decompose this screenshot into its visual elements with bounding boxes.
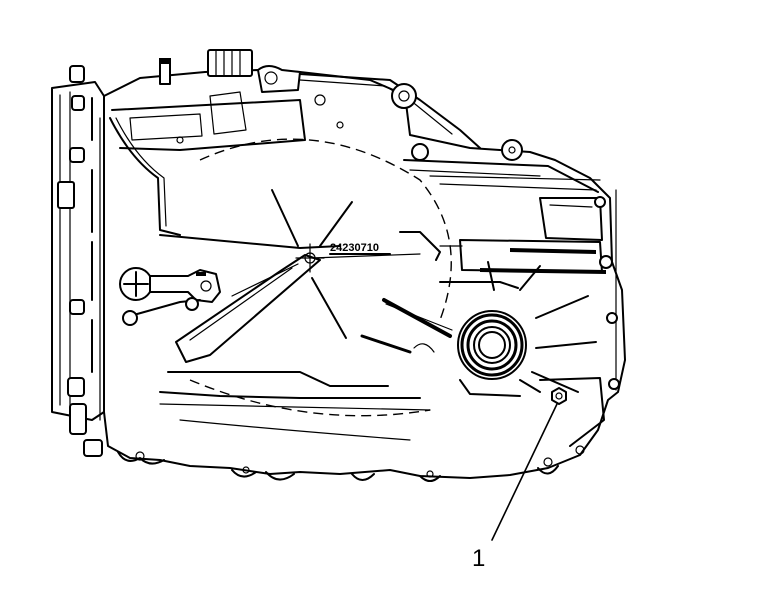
part-number-label: 24230710 [330,242,379,254]
right-side-details [403,159,620,455]
left-side-details [109,117,431,441]
output-seal [457,261,597,397]
callout-leader-line [491,403,558,541]
top-details [111,49,523,161]
callout-label-1: 1 [472,545,485,572]
center-case-pattern: 24230710 [189,138,519,417]
left-flange [51,65,105,457]
drain-plug [551,387,567,405]
